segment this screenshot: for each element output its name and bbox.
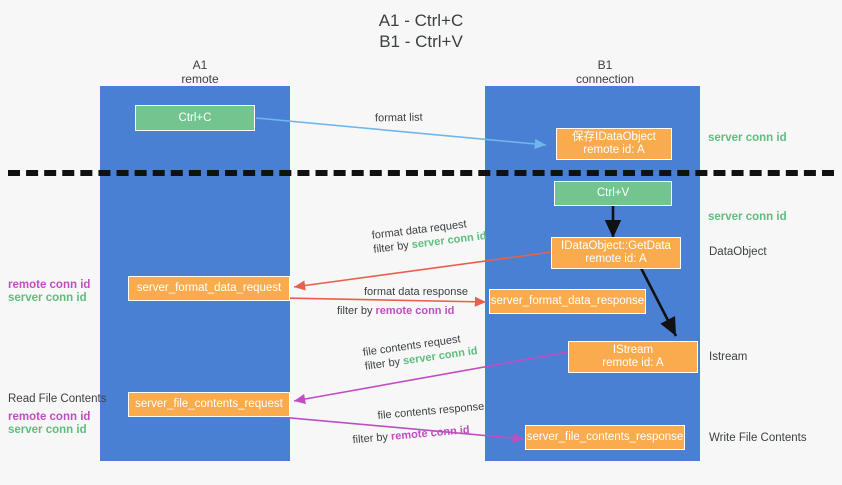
label-group-conn-ids-lower: remote conn id server conn id — [8, 411, 90, 437]
label-server-conn-id-upper: server conn id — [8, 292, 87, 304]
lane-header-b1: B1 connection — [540, 58, 670, 86]
filter-prefix: filter by — [352, 430, 392, 447]
box-server-format-data-response-label: server_format_data_response — [490, 295, 645, 307]
label-write-file-contents: Write File Contents — [709, 432, 807, 444]
arrow-getdata-to-istream — [639, 267, 678, 337]
annotation-format-list: format list — [375, 111, 423, 126]
label-server-conn-id-top: server conn id — [708, 132, 787, 144]
box-idataobject-getdata[interactable]: IDataObject::GetData remote id: A — [551, 237, 681, 269]
phase-divider — [8, 170, 834, 176]
annotation-format-data-response-text: format data response — [364, 286, 468, 298]
box-server-file-contents-request[interactable]: server_file_contents_request — [128, 392, 290, 417]
title-line-2: B1 - Ctrl+V — [379, 32, 463, 51]
box-server-format-data-request-label: server_format_data_request — [136, 282, 282, 294]
box-save-idataobject-line1: 保存IDataObject — [572, 131, 656, 143]
label-server-conn-id-mid: server conn id — [708, 211, 787, 223]
box-server-file-contents-request-label: server_file_contents_request — [135, 398, 283, 410]
page-title: A1 - Ctrl+C B1 - Ctrl+V — [0, 10, 842, 52]
annotation-format-data-response: format data response filter by remote co… — [337, 285, 468, 318]
label-group-conn-ids-upper: remote conn id server conn id — [8, 279, 90, 305]
lane-header-a1: A1 remote — [140, 58, 260, 86]
box-getdata-line2: remote id: A — [585, 253, 647, 265]
box-server-format-data-request[interactable]: server_format_data_request — [128, 276, 290, 301]
title-line-1: A1 - Ctrl+C — [378, 11, 464, 30]
lane-b1-sub: connection — [575, 72, 635, 86]
box-ctrl-c[interactable]: Ctrl+C — [135, 105, 255, 131]
box-server-file-contents-response[interactable]: server_file_contents_response — [525, 425, 685, 450]
arrow-file-contents-request — [293, 351, 569, 405]
label-server-conn-id-lower: server conn id — [8, 424, 87, 436]
label-read-file-contents: Read File Contents — [8, 393, 107, 405]
box-istream-line1: IStream — [612, 344, 654, 356]
annotation-format-list-text: format list — [374, 111, 423, 125]
label-dataobject: DataObject — [709, 246, 767, 258]
lane-b1-name: B1 — [597, 58, 613, 72]
filter-value-remote-conn-id: remote conn id — [375, 305, 455, 317]
box-istream-line2: remote id: A — [602, 357, 664, 369]
filter-prefix: filter by — [337, 305, 376, 317]
label-remote-conn-id-upper: remote conn id — [8, 279, 91, 291]
box-ctrl-v-label: Ctrl+V — [596, 187, 630, 199]
box-save-idataobject-line2: remote id: A — [583, 144, 645, 156]
box-ctrl-c-label: Ctrl+C — [178, 111, 212, 124]
label-remote-conn-id-lower: remote conn id — [8, 411, 91, 423]
lane-a1-sub: remote — [181, 72, 219, 86]
box-server-file-contents-response-label: server_file_contents_response — [526, 431, 684, 443]
box-getdata-line1: IDataObject::GetData — [561, 240, 671, 252]
box-ctrl-v[interactable]: Ctrl+V — [554, 181, 672, 206]
arrow-format-data-request — [293, 251, 553, 291]
label-istream: Istream — [709, 351, 748, 363]
annotation-format-data-response-filter: filter by remote conn id — [337, 304, 468, 318]
box-server-format-data-response[interactable]: server_format_data_response — [489, 289, 646, 314]
lane-a1-name: A1 — [192, 58, 208, 72]
box-save-idataobject[interactable]: 保存IDataObject remote id: A — [556, 128, 672, 160]
box-istream[interactable]: IStream remote id: A — [568, 341, 698, 373]
arrow-format-list — [255, 117, 547, 150]
